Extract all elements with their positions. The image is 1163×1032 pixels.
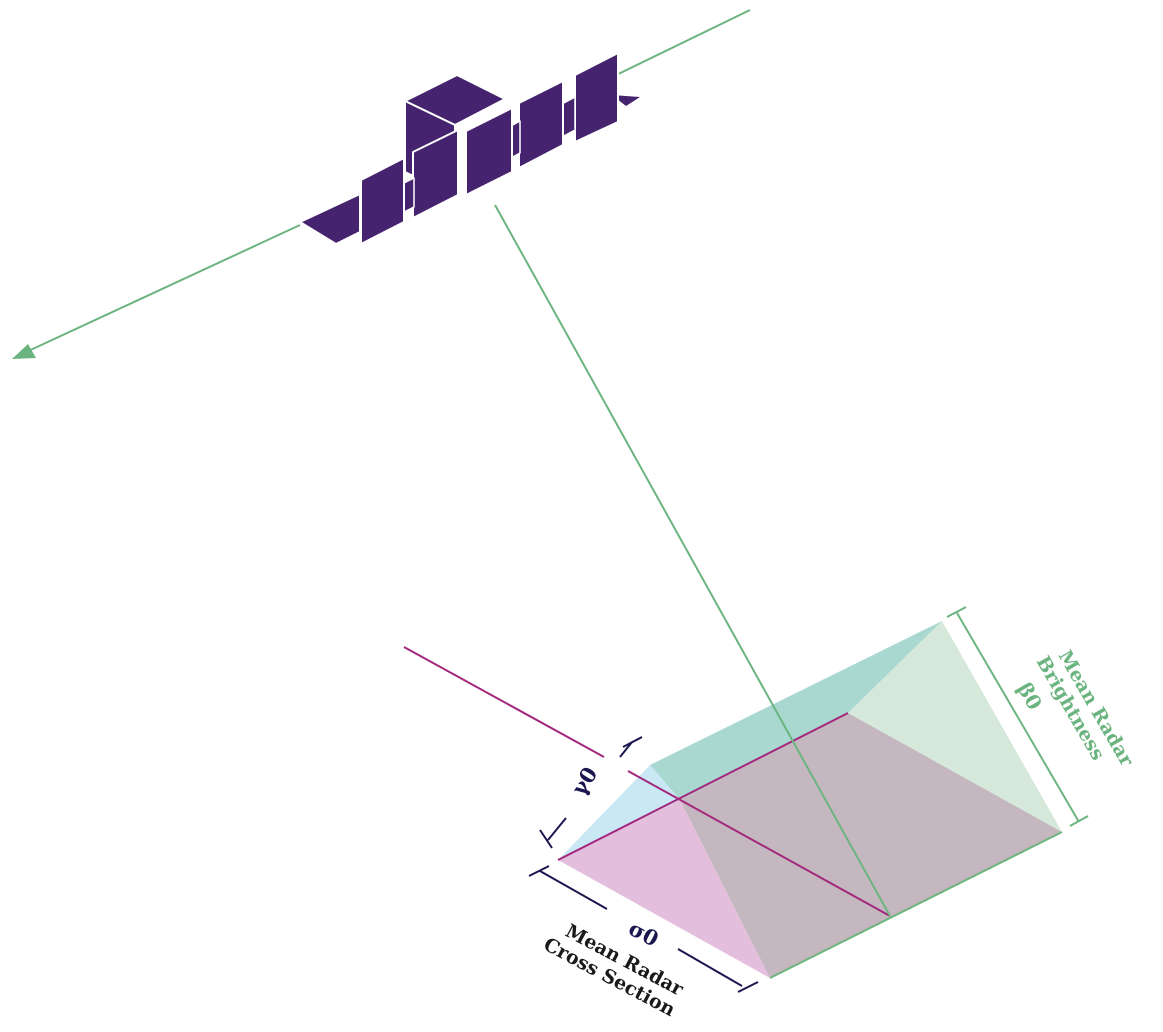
satellite-body-front-right: [465, 107, 513, 196]
flight-path-forward-line: [605, 9, 751, 81]
ground-green-edge: [769, 831, 1063, 979]
flight-path-back-line: [23, 224, 301, 354]
satellite-icon: [299, 52, 640, 245]
gamma-dimension-line-lower: [547, 817, 567, 841]
cyan-plane: [558, 765, 680, 860]
teal-plane: [650, 621, 942, 800]
beta-plane: [848, 621, 1062, 832]
overlap-plane: [680, 713, 1062, 978]
gamma-dimension-line-upper: [619, 741, 633, 758]
sigma-dimension-line-lower: [677, 948, 743, 987]
magenta-incidence-line-lower: [627, 770, 891, 917]
sigma-symbol: σ0: [625, 915, 663, 951]
magenta-incidence-line-upper: [403, 646, 605, 758]
gamma-symbol: γ0: [566, 762, 602, 799]
flight-direction-arrow-icon: [12, 344, 36, 359]
beta-dimension-tick-top: [946, 606, 967, 618]
beta-symbol: β0: [1013, 678, 1047, 714]
solar-panel-3: [360, 157, 405, 245]
sigma-dimension-tick-bottom: [737, 981, 759, 993]
sigma-dimension-tick-top: [528, 865, 550, 877]
radar-look-line: [494, 204, 891, 917]
ground-planes: [558, 621, 1062, 978]
beta-dimension-tick-bottom: [1069, 815, 1089, 827]
flight-path: [12, 9, 751, 359]
beta-dimension: [946, 606, 1089, 827]
gamma-dimension-tick-bottom: [539, 829, 553, 849]
solar-panel-connector-3: [403, 177, 415, 213]
sigma-label-group: Mean Radar Cross Section: [540, 920, 688, 1021]
pink-plane: [558, 800, 770, 978]
sigma-dimension: [528, 865, 759, 993]
magenta-ground-line: [557, 712, 849, 861]
sigma-dimension-line-upper: [539, 870, 608, 910]
solar-panel-2: [518, 80, 564, 169]
solar-panel-1: [574, 52, 619, 143]
solar-panel-near-tip: [299, 193, 361, 245]
gamma-dimension: [539, 736, 643, 849]
gamma-dimension-tick-top: [622, 736, 643, 748]
beta-dimension-line: [956, 612, 1080, 823]
ground-range-lines: [403, 646, 891, 917]
